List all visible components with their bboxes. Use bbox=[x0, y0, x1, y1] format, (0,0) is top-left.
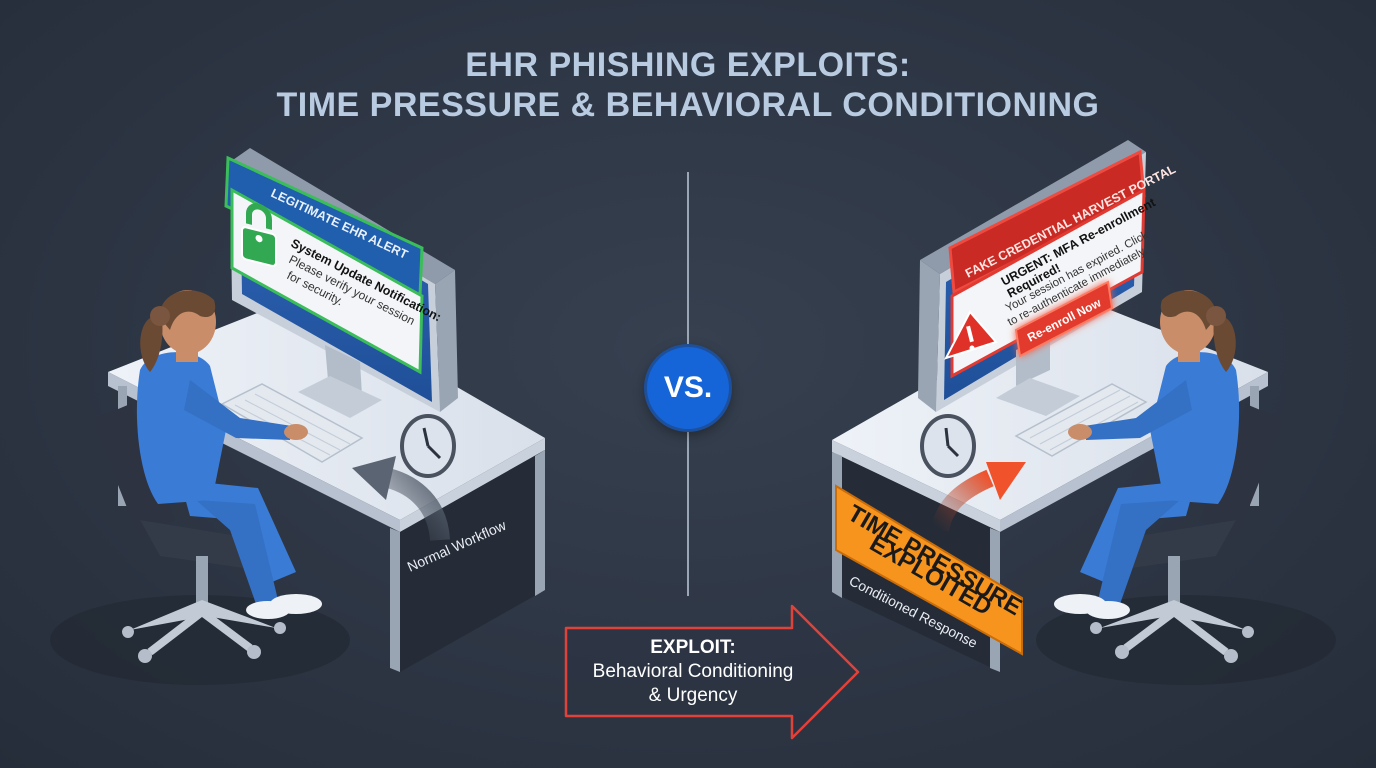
left-chair bbox=[92, 404, 286, 663]
right-nurse bbox=[1054, 290, 1240, 619]
exploit-heading: EXPLOIT: bbox=[650, 637, 736, 658]
lock-icon bbox=[241, 203, 277, 267]
right-chair bbox=[1090, 404, 1284, 663]
normal-workflow-arrow bbox=[352, 456, 450, 542]
exploit-line-1: Behavioral Conditioning bbox=[592, 661, 794, 682]
left-nurse bbox=[136, 290, 322, 619]
right-scene: FAKE CREDENTIAL HARVEST PORTAL URGENT: M… bbox=[832, 140, 1336, 685]
page-title-line-2: TIME PRESSURE & BEHAVIORAL CONDITIONING bbox=[276, 86, 1100, 124]
conditioned-response-arrow bbox=[931, 462, 1026, 532]
vs-badge: VS. bbox=[647, 347, 729, 429]
left-scene: LEGITIMATE EHR ALERT System Update Notif… bbox=[50, 148, 545, 685]
right-clock-icon bbox=[920, 414, 976, 478]
right-keyboard bbox=[1014, 383, 1148, 457]
page-title-line-1: EHR PHISHING EXPLOITS: bbox=[465, 46, 911, 84]
warning-icon bbox=[943, 310, 998, 360]
left-clock-icon bbox=[400, 414, 456, 478]
exploit-line-2: & Urgency bbox=[648, 685, 738, 706]
left-keyboard bbox=[220, 383, 364, 463]
exploit-callout: EXPLOIT: Behavioral Conditioning & Urgen… bbox=[568, 636, 818, 708]
exploit-arrow bbox=[564, 604, 860, 740]
